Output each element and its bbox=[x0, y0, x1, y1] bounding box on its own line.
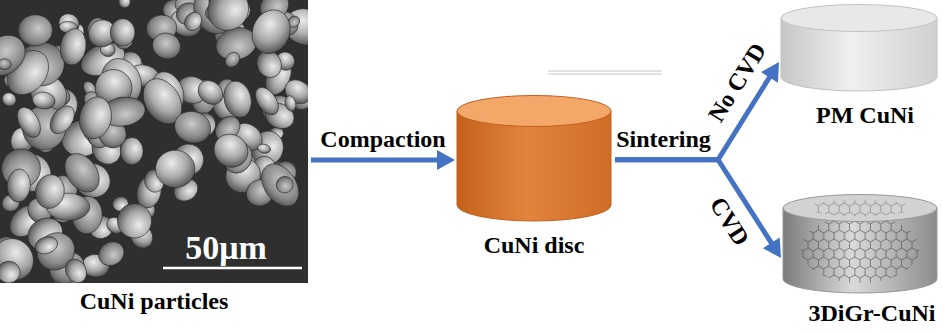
edge-label: Compaction bbox=[320, 126, 445, 154]
cylinder-shape bbox=[780, 4, 938, 92]
cylinder-node: 3DiGr-CuNi bbox=[782, 194, 938, 294]
powder-particle bbox=[0, 58, 12, 70]
image-panel: 50μmCuNi particles bbox=[0, 0, 308, 283]
node-caption: PM CuNi bbox=[816, 102, 914, 130]
cylinder-shape bbox=[456, 95, 612, 222]
powder-particle bbox=[193, 76, 227, 110]
cylinder-node: PM CuNi bbox=[780, 4, 938, 92]
arrow-connector bbox=[615, 160, 781, 258]
cylinder-top bbox=[457, 96, 611, 127]
powder-particle bbox=[33, 172, 67, 210]
powder-particle bbox=[220, 78, 255, 121]
graphene-mesh bbox=[809, 200, 911, 217]
powder-particle bbox=[94, 237, 129, 271]
powder-particle bbox=[118, 0, 131, 9]
node-caption: CuNi disc bbox=[484, 232, 585, 260]
powder-particle bbox=[155, 149, 196, 188]
process-label: Sintering bbox=[616, 126, 711, 154]
powder-particle bbox=[33, 234, 60, 257]
powder-particle bbox=[12, 103, 45, 141]
cylinder-body bbox=[457, 111, 611, 221]
double-rule bbox=[548, 74, 662, 75]
powder-particle bbox=[114, 200, 155, 241]
powder-particle bbox=[246, 4, 297, 59]
powder-particle bbox=[257, 143, 272, 155]
node-caption: 3DiGr-CuNi bbox=[808, 300, 935, 328]
powder-particle bbox=[207, 128, 254, 174]
scale-label: 50μm bbox=[185, 228, 267, 267]
powder-particle bbox=[222, 49, 243, 70]
powder-particle bbox=[199, 0, 257, 39]
scale-bar bbox=[163, 267, 302, 270]
sem-background bbox=[0, 0, 308, 283]
powder-particle bbox=[0, 231, 42, 283]
powder-particle bbox=[251, 83, 283, 119]
cylinder-top bbox=[781, 5, 937, 32]
arrow-line bbox=[311, 157, 438, 162]
cylinder-node: CuNi disc bbox=[456, 95, 612, 222]
graphene-mesh bbox=[801, 215, 920, 283]
powder-particle bbox=[0, 259, 22, 283]
arrow-connector bbox=[311, 150, 455, 170]
powder-particle bbox=[18, 15, 52, 46]
powder-particle bbox=[6, 168, 31, 203]
powder-particle bbox=[149, 29, 185, 63]
powder-particle bbox=[181, 9, 205, 34]
powder-particle bbox=[171, 107, 215, 148]
powder-particle bbox=[76, 94, 116, 142]
powder-particle bbox=[61, 255, 90, 283]
powder-particle bbox=[275, 175, 294, 194]
powder-particle bbox=[110, 18, 135, 46]
double-rule bbox=[548, 71, 662, 72]
powder-particle bbox=[254, 157, 307, 213]
powder-particle bbox=[284, 95, 298, 113]
powder-particle bbox=[31, 91, 56, 111]
arrow-head bbox=[437, 150, 455, 170]
powder-particle bbox=[58, 147, 107, 199]
cylinder-top bbox=[783, 195, 937, 222]
edge-label: No CVD bbox=[703, 39, 773, 128]
cylinder-shape bbox=[782, 194, 938, 294]
powder-particle bbox=[58, 27, 89, 67]
node-caption: CuNi particles bbox=[80, 288, 229, 316]
